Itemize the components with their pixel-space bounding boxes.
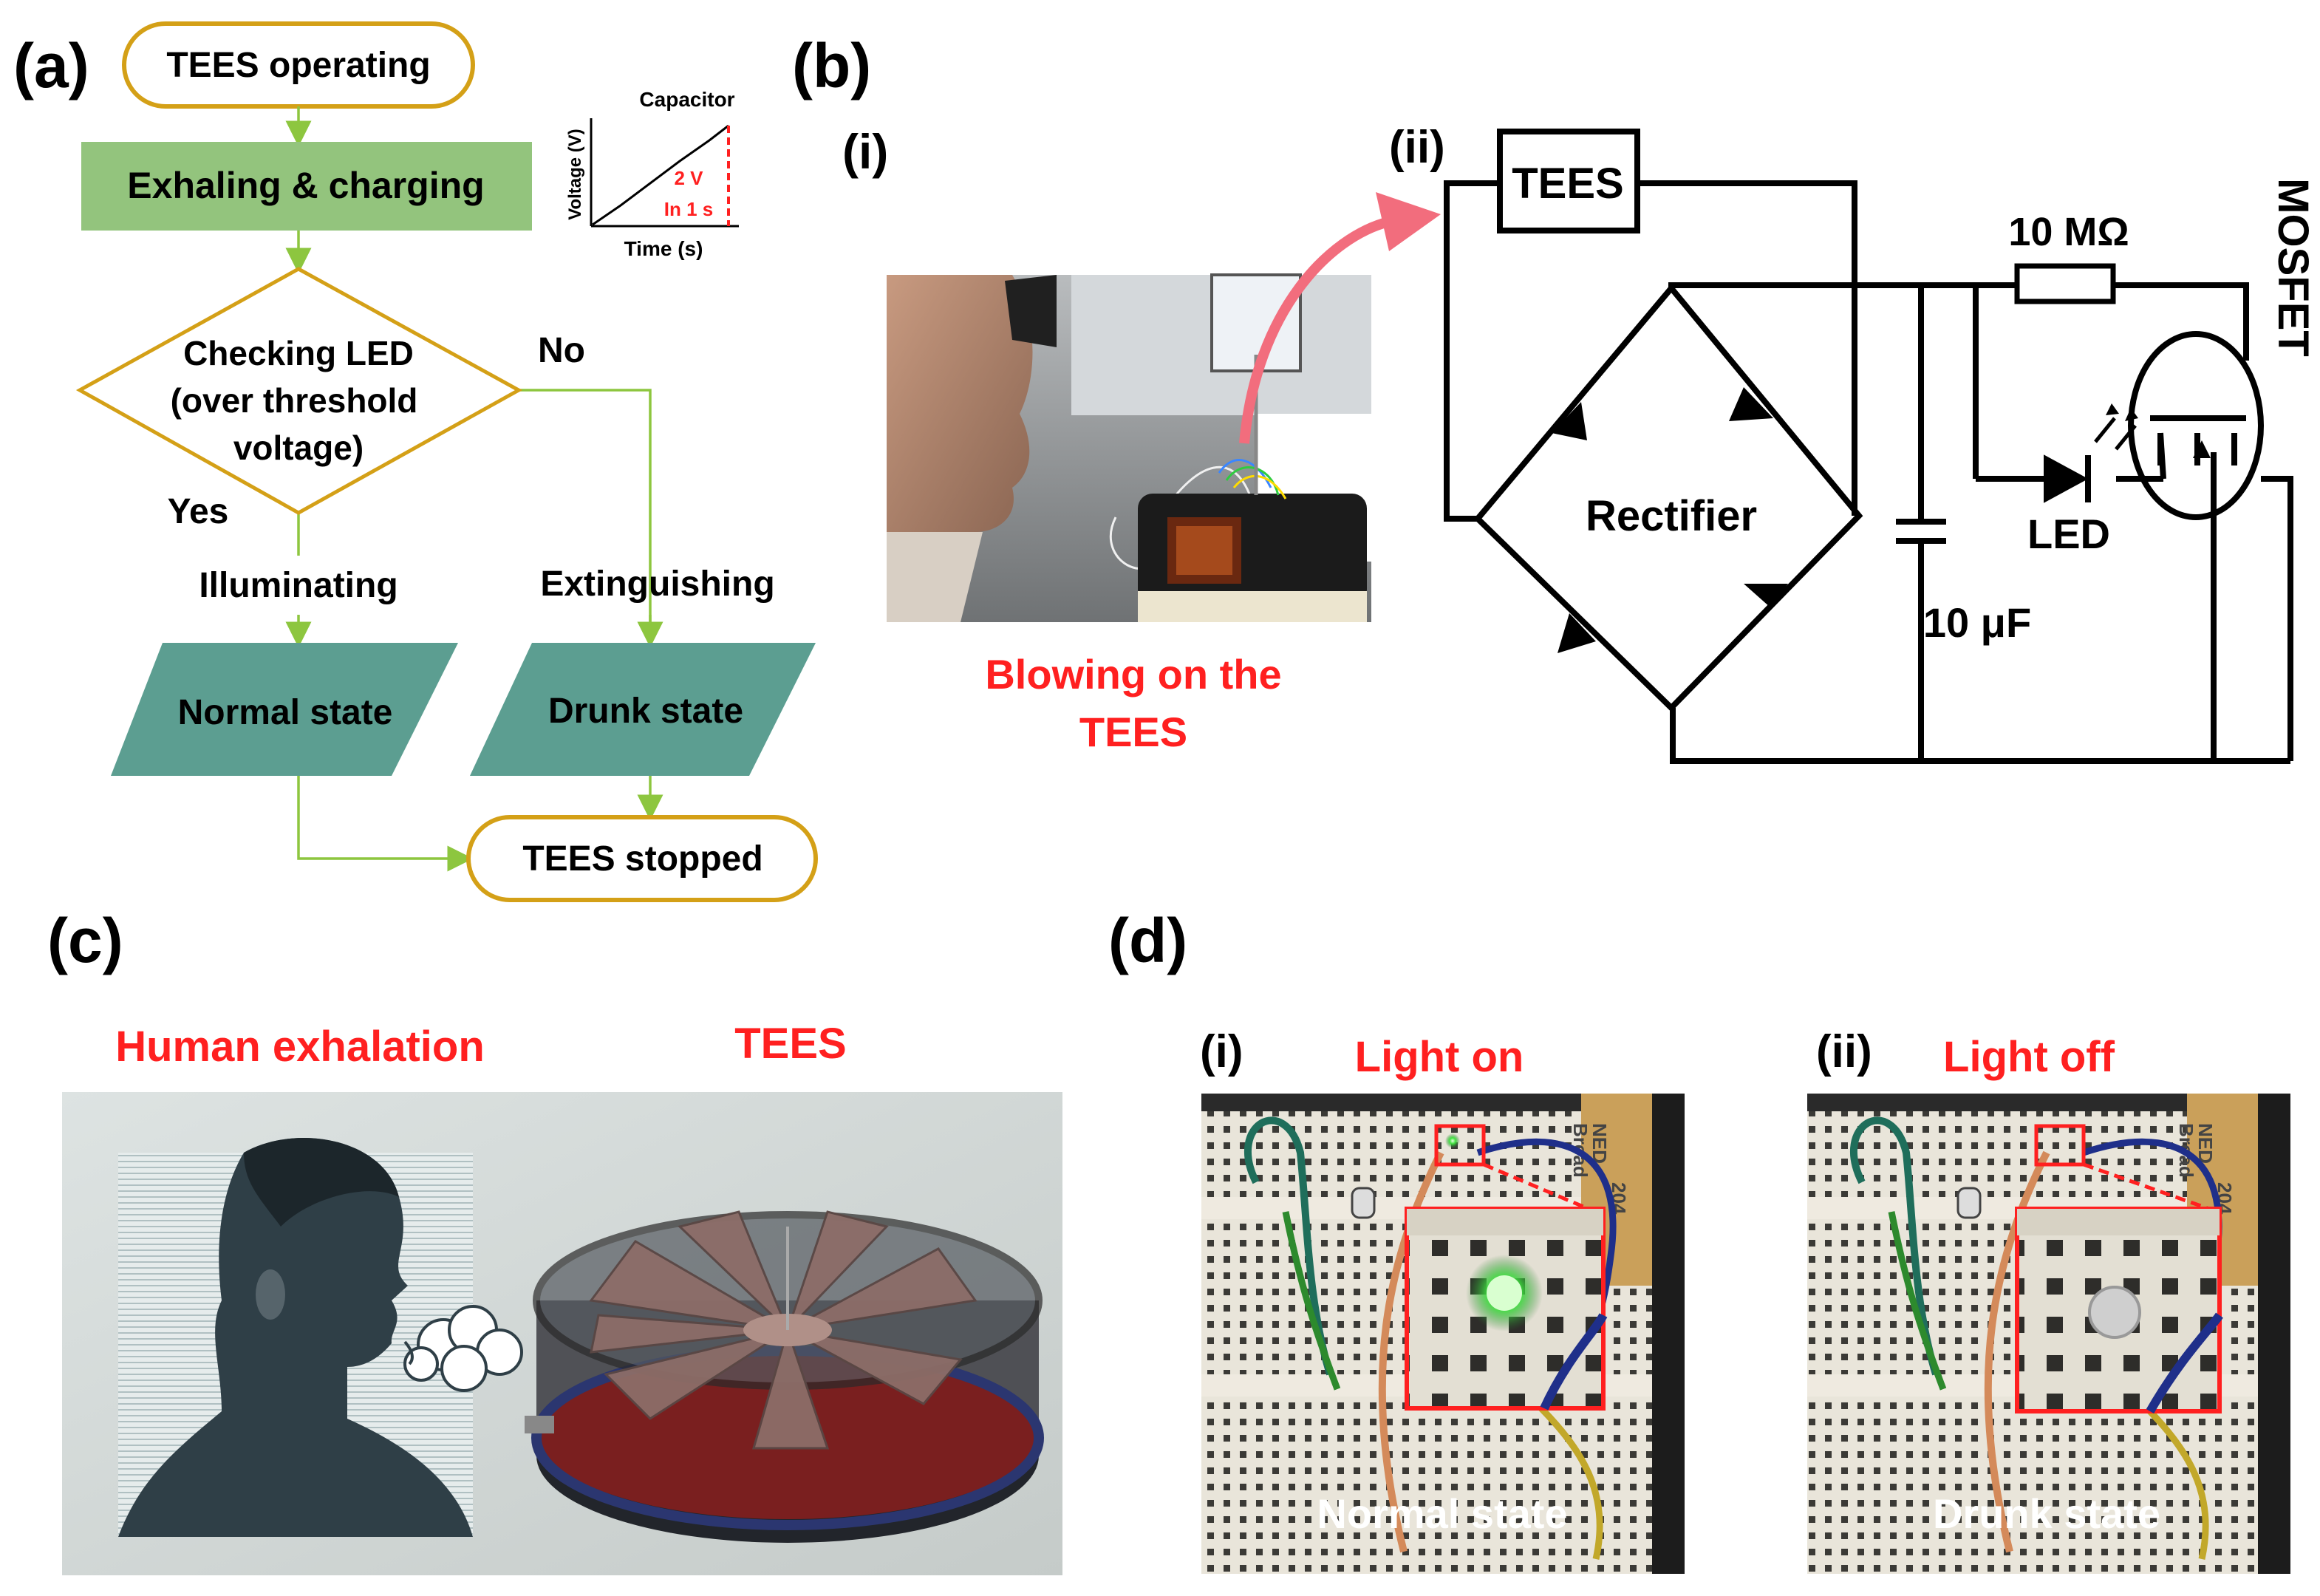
panel-d-sub-i: (i) — [1200, 1026, 1243, 1077]
rectifier-label: Rectifier — [1586, 492, 1757, 540]
decision-line-3: voltage) — [233, 429, 364, 467]
extinguishing-label: Extinguishing — [540, 565, 774, 604]
decision-line-1: Checking LED — [183, 334, 414, 372]
panel-a-label: (a) — [13, 31, 89, 100]
panel-c-label: (c) — [47, 906, 123, 975]
output-normal-state — [111, 643, 458, 776]
led-label: LED — [2027, 511, 2110, 557]
normal-state-photo-label: Normal state — [1317, 1490, 1567, 1537]
breadboard-photo-on: NED Bread 204 Normal state — [1201, 1094, 1685, 1574]
output-drunk-state-label: Drunk state — [548, 692, 743, 731]
panel-d-sub-ii: (ii) — [1816, 1026, 1872, 1077]
arrow-head-pink — [1376, 192, 1441, 251]
branch-no-label: No — [538, 331, 585, 370]
resistor-10mohm — [2014, 263, 2116, 304]
illuminating-label: Illuminating — [199, 566, 398, 605]
photo-blowing-tees — [887, 273, 1371, 622]
panel-d: (d) (i) Light on (ii) Light off NED Brea… — [1108, 906, 2290, 1574]
output-normal-state-label: Normal state — [178, 693, 393, 732]
photo-caption-line-1: Blowing on the — [985, 651, 1281, 698]
led-highlight-box-on — [1434, 1124, 1486, 1167]
human-profile-illustration — [118, 1138, 473, 1537]
tees-device-title: TEES — [734, 1020, 847, 1068]
led-highlight-box-off — [2034, 1124, 2086, 1167]
exhalation-cloud — [403, 1305, 523, 1392]
inset-ylabel: Voltage (V) — [565, 129, 585, 220]
capacitor-label: 10 μF — [1923, 599, 2031, 646]
mosfet-symbol — [2128, 331, 2264, 520]
process-exhaling-charging-label: Exhaling & charging — [127, 165, 484, 206]
panel-a: (a) TEES operating Exhaling & charging C… — [13, 21, 818, 902]
light-off-title: Light off — [1943, 1033, 2115, 1081]
inset-xlabel: Time (s) — [624, 237, 703, 260]
inset-value: 2 V — [674, 167, 703, 189]
panel-b-sub-ii: (ii) — [1389, 122, 1445, 173]
led-symbol — [2044, 454, 2089, 503]
decision-checking-led — [75, 267, 523, 515]
tees-turbine-render — [525, 1210, 1044, 1543]
light-on-title: Light on — [1355, 1033, 1524, 1081]
resistor-label: 10 MΩ — [2008, 210, 2129, 254]
human-exhalation-title: Human exhalation — [115, 1023, 485, 1071]
process-exhaling-charging — [81, 142, 532, 231]
board-text-ned-off: NED — [2194, 1123, 2217, 1164]
inset-voltage-curve — [592, 124, 729, 226]
decision-line-2: (over threshold — [171, 381, 418, 420]
circuit-diagram — [1444, 129, 2293, 764]
terminal-stop — [466, 815, 818, 902]
terminal-stop-label: TEES stopped — [522, 839, 762, 879]
inset-time: In 1 s — [664, 198, 713, 220]
board-text-ned-on: NED — [1589, 1123, 1611, 1164]
mosfet-label: MOSFET — [2269, 178, 2317, 357]
photo-caption-line-2: TEES — [1079, 709, 1187, 755]
zoom-inset-off — [2015, 1207, 2223, 1413]
inset-title: Capacitor — [639, 88, 734, 111]
drunk-state-photo-label: Drunk state — [1933, 1490, 2160, 1537]
output-drunk-state — [470, 643, 816, 776]
rectifier-diodes — [1552, 387, 2211, 653]
panel-d-label: (d) — [1108, 906, 1187, 975]
terminal-start-label: TEES operating — [166, 46, 430, 85]
panel-b-label: (b) — [792, 31, 871, 100]
rectifier-bridge — [1473, 283, 1863, 712]
flow-connectors — [285, 106, 663, 872]
panel-b-sub-i: (i) — [842, 124, 888, 179]
panel-c: (c) Human exhalation TEES — [47, 906, 1062, 1575]
capacitor-voltage-inset: Capacitor 2 V In 1 s Time (s) Voltage (V… — [565, 88, 739, 260]
tees-box-label: TEES — [1512, 160, 1624, 208]
branch-yes-label: Yes — [168, 492, 229, 531]
panel-b: (b) (i) Blowing on the TEES — [792, 31, 2317, 764]
zoom-inset-on — [1405, 1207, 1608, 1411]
curved-arrow-to-circuit — [1239, 216, 1391, 444]
breadboard-photo-off: NED Bread 204 Drunk state — [1807, 1094, 2290, 1574]
